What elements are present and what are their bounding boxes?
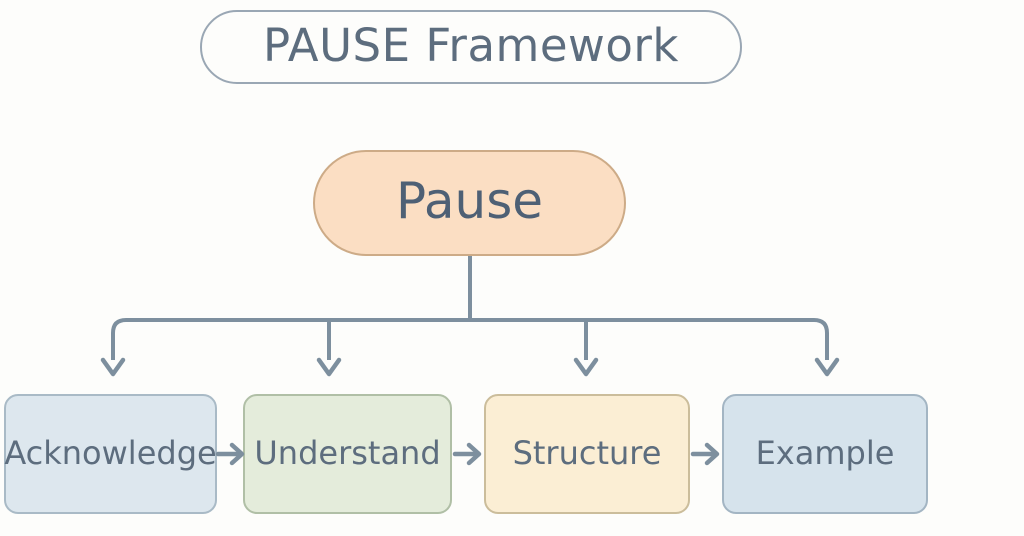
step-node-understand[interactable]: Understand	[243, 394, 452, 514]
arrow-down-icon	[814, 357, 840, 377]
step-node-label: Structure	[512, 433, 662, 472]
step-node-label: Example	[755, 433, 895, 472]
arrow-down-icon	[573, 357, 599, 377]
step-node-acknowledge[interactable]: Acknowledge	[4, 394, 217, 514]
step-node-example[interactable]: Example	[722, 394, 928, 514]
step-node-label: Acknowledge	[4, 433, 217, 472]
arrow-right-icon	[213, 438, 249, 470]
connector-bus-left-elbow	[111, 318, 127, 360]
root-node-label: Pause	[395, 171, 544, 230]
arrow-right-icon	[450, 438, 486, 470]
page-title: PAUSE Framework	[263, 18, 679, 72]
diagram-title-pill: PAUSE Framework	[200, 10, 742, 84]
step-node-structure[interactable]: Structure	[484, 394, 690, 514]
arrow-down-icon	[316, 357, 342, 377]
root-node-pause[interactable]: Pause	[313, 150, 626, 256]
arrow-down-icon	[100, 357, 126, 377]
connector-bus-right-elbow	[813, 318, 829, 360]
step-node-label: Understand	[254, 433, 441, 472]
arrow-right-icon	[688, 438, 724, 470]
